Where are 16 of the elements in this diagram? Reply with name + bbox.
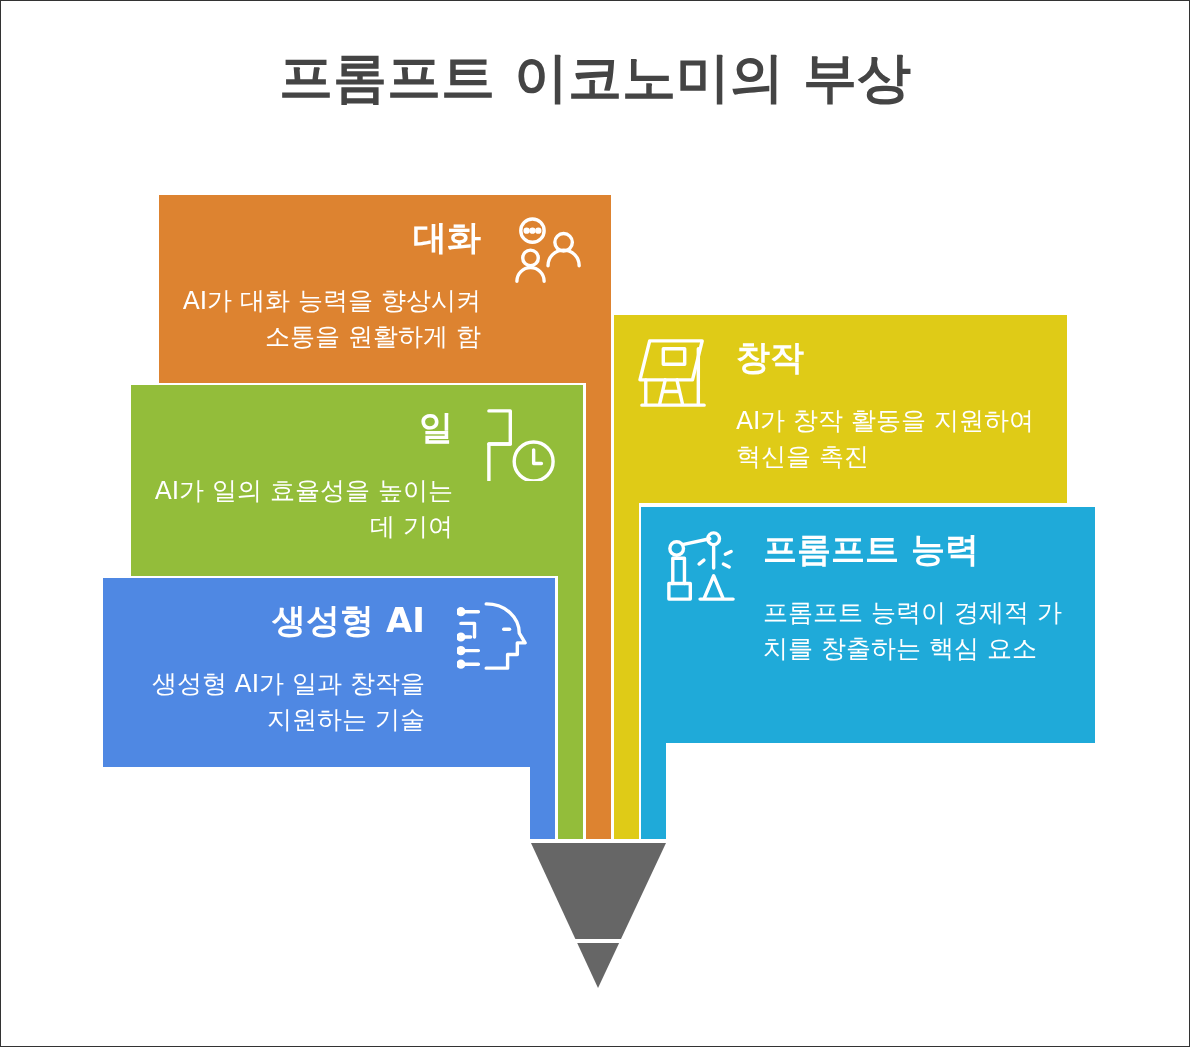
step-description: AI가 일의 효율성을 높이는 데 기여 (153, 475, 453, 543)
step-panel (103, 578, 555, 767)
step-description: AI가 창작 활동을 지원하여 혁신을 촉진 (736, 405, 1036, 473)
step-panel (614, 315, 1067, 503)
step-title: 일 (418, 406, 453, 449)
step-title: 대화 (412, 216, 481, 259)
title: 프롬프트 이코노미의 부상 (278, 45, 912, 111)
step-title: 프롬프트 능력 (763, 528, 980, 571)
step-panel (641, 507, 1095, 743)
step-panel (159, 195, 611, 383)
step-title: 생성형 AI (271, 599, 425, 642)
step-description: 프롬프트 능력이 경제적 가치를 창출하는 핵심 요소 (763, 597, 1063, 665)
step-description: AI가 대화 능력을 향상시켜 소통을 원활하게 함 (181, 285, 481, 353)
step-description: 생성형 AI가 일과 창작을 지원하는 기술 (150, 668, 425, 736)
step-title: 창작 (736, 336, 805, 379)
step-panel (131, 385, 583, 576)
